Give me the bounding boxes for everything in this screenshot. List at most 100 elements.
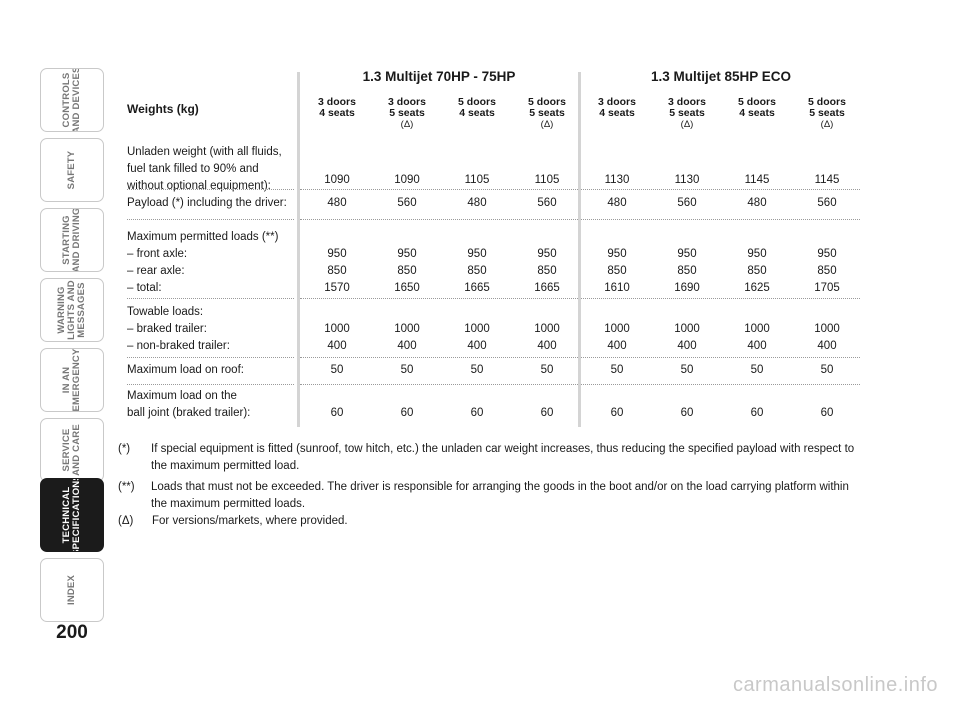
- tab-technical-specifications[interactable]: TECHNICAL SPECIFICATIONS: [40, 478, 104, 552]
- row-separator: [581, 219, 860, 220]
- table-cell: 1000 400: [324, 323, 350, 352]
- column-header-line: 5 doors: [808, 96, 846, 108]
- row-separator: [581, 298, 860, 299]
- table-cell: 560: [817, 197, 837, 209]
- table-cell: 950 850 1690: [674, 248, 700, 294]
- row-label: Maximum load on roof:: [127, 364, 244, 376]
- tab-label: WARNING LIGHTS AND MESSAGES: [56, 280, 87, 340]
- tab-label: STARTING AND DRIVING: [61, 208, 82, 272]
- row-label: Unladen weight (with all fluids, fuel ta…: [127, 146, 282, 192]
- column-header-line: (Δ): [680, 119, 694, 130]
- table-cell: 60: [680, 407, 694, 419]
- table-cell: 50: [820, 364, 834, 376]
- table-cell: 950 850 1665: [464, 248, 490, 294]
- column-header-line: 4 seats: [319, 107, 355, 119]
- row-separator: [300, 219, 578, 220]
- column-header-line: 5 seats: [669, 107, 705, 119]
- table-cell: 50: [400, 364, 414, 376]
- row-separator: [127, 189, 294, 190]
- table-cell: 480: [467, 197, 487, 209]
- table-title: Weights (kg): [127, 102, 199, 116]
- tab-safety[interactable]: SAFETY: [40, 138, 104, 202]
- footnote-mark: (Δ): [118, 515, 134, 527]
- table-cell: 1090: [394, 174, 420, 186]
- row-separator: [300, 384, 578, 385]
- column-header-line: (Δ): [540, 119, 554, 130]
- table-cell: 1130: [604, 174, 630, 186]
- table-cell: 560: [397, 197, 417, 209]
- table-cell: 1000 400: [464, 323, 490, 352]
- table-cell: 950 850 1650: [394, 248, 420, 294]
- table-cell: 1090: [324, 174, 350, 186]
- column-header-line: (Δ): [400, 119, 414, 130]
- tab-warning-lights[interactable]: WARNING LIGHTS AND MESSAGES: [40, 278, 104, 342]
- column-header-line: 5 doors: [458, 96, 496, 108]
- row-label: Maximum permitted loads (**) – front axl…: [127, 231, 279, 294]
- tab-controls-and-devices[interactable]: CONTROLS AND DEVICES: [40, 68, 104, 132]
- footnote-text: If special equipment is fitted (sunroof,…: [151, 443, 855, 472]
- table-cell: 60: [820, 407, 834, 419]
- footnote-text: For versions/markets, where provided.: [152, 515, 348, 527]
- watermark: carmanualsonline.info: [732, 674, 938, 696]
- tab-index[interactable]: INDEX: [40, 558, 104, 622]
- row-separator: [127, 298, 294, 299]
- row-separator: [581, 357, 860, 358]
- column-header-line: 3 doors: [668, 96, 706, 108]
- table-cell: 1130: [674, 174, 700, 186]
- column-header-line: 5 seats: [529, 107, 565, 119]
- column-header-line: 5 seats: [389, 107, 425, 119]
- table-cell: 50: [330, 364, 344, 376]
- column-header-line: 3 doors: [598, 96, 636, 108]
- tab-label: CONTROLS AND DEVICES: [61, 68, 82, 132]
- row-separator: [300, 298, 578, 299]
- table-cell: 950 850 1665: [534, 248, 560, 294]
- table-cell: 1145: [744, 174, 770, 186]
- table-cell: 1000 400: [744, 323, 770, 352]
- table-cell: 950 850 1705: [814, 248, 840, 294]
- column-header-line: 3 doors: [318, 96, 356, 108]
- table-cell: 1000 400: [604, 323, 630, 352]
- row-separator: [581, 189, 860, 190]
- tab-in-an-emergency[interactable]: IN AN EMERGENCY: [40, 348, 104, 412]
- footnote-mark: (**): [118, 481, 135, 493]
- table-cell: 1145: [814, 174, 840, 186]
- column-header-line: 4 seats: [739, 107, 775, 119]
- table-cell: 1000 400: [534, 323, 560, 352]
- table-cell: 50: [750, 364, 764, 376]
- tab-label: SERVICE AND CARE: [61, 424, 82, 476]
- table-cell: 60: [750, 407, 764, 419]
- table-cell: 950 850 1610: [604, 248, 630, 294]
- table-cell: 60: [610, 407, 624, 419]
- column-header-line: (Δ): [820, 119, 834, 130]
- tab-label: IN AN EMERGENCY: [61, 348, 82, 412]
- tab-label: INDEX: [66, 574, 77, 606]
- column-header-line: 3 doors: [388, 96, 426, 108]
- table-cell: 1000 400: [394, 323, 420, 352]
- tab-starting-and-driving[interactable]: STARTING AND DRIVING: [40, 208, 104, 272]
- row-separator: [300, 357, 578, 358]
- table-cell: 560: [537, 197, 557, 209]
- table-cell: 560: [677, 197, 697, 209]
- tab-service-and-care[interactable]: SERVICE AND CARE: [40, 418, 104, 482]
- row-separator: [300, 189, 578, 190]
- table-cell: 1105: [534, 174, 560, 186]
- footnote-mark: (*): [118, 443, 131, 455]
- table-cell: 950 850 1570: [324, 248, 350, 294]
- tab-label: SAFETY: [66, 150, 77, 190]
- table-cell: 1000 400: [814, 323, 840, 352]
- column-divider: [297, 72, 300, 427]
- engine-group-header: 1.3 Multijet 85HP ECO: [650, 69, 792, 84]
- table-cell: 480: [327, 197, 347, 209]
- table-cell: 480: [747, 197, 767, 209]
- column-header-line: 5 doors: [528, 96, 566, 108]
- table-cell: 50: [470, 364, 484, 376]
- table-cell: 50: [680, 364, 694, 376]
- row-label: Towable loads: – braked trailer: – non-b…: [127, 306, 230, 352]
